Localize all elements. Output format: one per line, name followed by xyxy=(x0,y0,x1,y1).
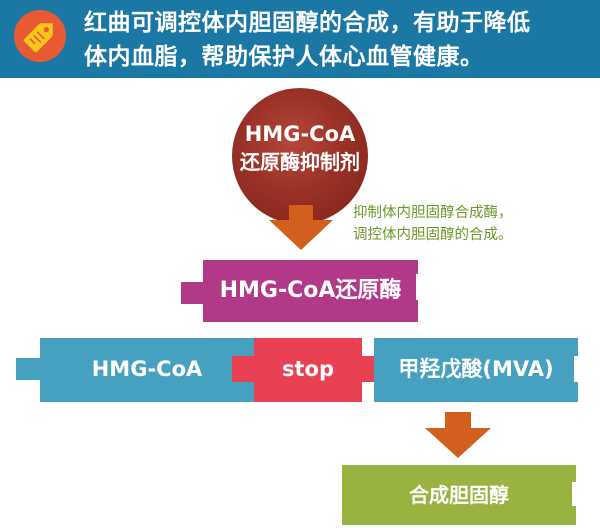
inhibitor-label-line-2: 还原酶抑制剂 xyxy=(240,150,360,174)
mechanism-note-line-2: 调控体内胆固醇的合成。 xyxy=(353,227,513,243)
arrow-down-2 xyxy=(425,412,491,458)
enzyme-block xyxy=(181,260,430,322)
enzyme-label: HMG-CoA还原酶 xyxy=(219,278,402,303)
header-text: 红曲可调控体内胆固醇的合成，有助于降低 体内血脂，帮助保护人体心血管健康。 xyxy=(84,6,594,74)
product-label: 甲羟戊酸(MVA) xyxy=(398,357,554,381)
substrate-block xyxy=(16,338,254,402)
inhibitor-label-line-1: HMG-CoA xyxy=(244,122,356,146)
header-line-2: 体内血脂，帮助保护人体心血管健康。 xyxy=(84,44,484,70)
result-label: 合成胆固醇 xyxy=(409,483,509,507)
stop-block xyxy=(232,338,374,402)
stop-label: stop xyxy=(282,357,334,381)
inhibitor-circle xyxy=(232,88,368,224)
mechanism-note: 抑制体内胆固醇合成酶， 调控体内胆固醇的合成。 xyxy=(353,202,598,246)
header-banner xyxy=(0,0,600,78)
mechanism-note-line-1: 抑制体内胆固醇合成酶， xyxy=(353,205,513,221)
substrate-label: HMG-CoA xyxy=(91,357,203,381)
inhibitor-label: HMG-CoA 还原酶抑制剂 xyxy=(220,120,380,176)
header-line-1: 红曲可调控体内胆固醇的合成，有助于降低 xyxy=(84,10,531,36)
product-block xyxy=(374,338,584,402)
result-block xyxy=(342,465,582,525)
arrow-down-1 xyxy=(269,205,333,250)
price-tag-icon xyxy=(23,23,53,53)
